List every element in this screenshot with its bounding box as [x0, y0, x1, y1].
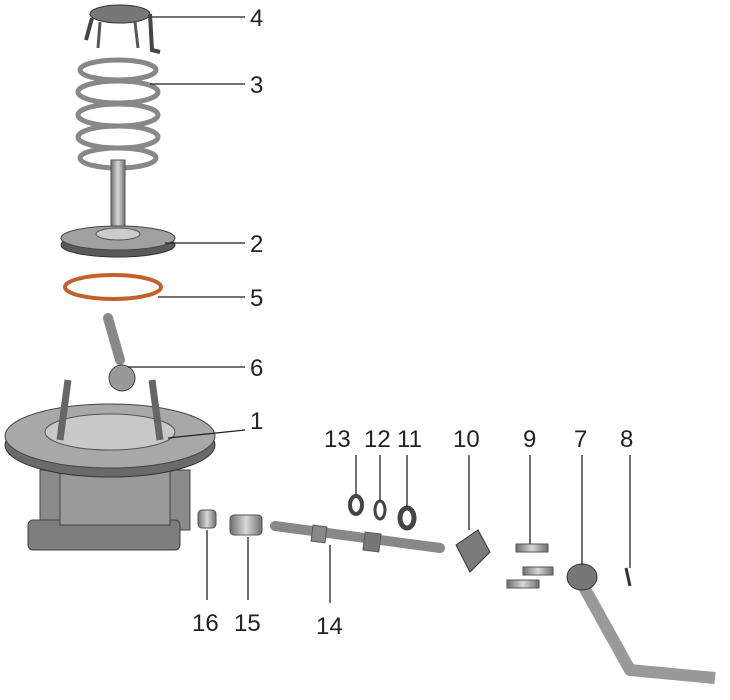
callout-3: 3 [250, 72, 263, 99]
callout-2: 2 [250, 231, 263, 258]
callout-5: 5 [250, 285, 263, 312]
part-7-handle [566, 563, 716, 684]
part-16-bushing [197, 509, 217, 529]
callout-12: 12 [364, 426, 391, 453]
part-6-lever [103, 313, 136, 392]
callout-6: 6 [250, 355, 263, 382]
callout-13: 13 [324, 426, 351, 453]
part-11-ring [397, 505, 417, 531]
callout-1: 1 [250, 408, 263, 435]
callout-14: 14 [316, 613, 343, 640]
part-9-bolts [506, 543, 554, 589]
part-3-spring [75, 57, 161, 171]
part-13-ring [348, 494, 364, 516]
callout-labels: 4 3 2 5 6 1 13 12 11 10 9 7 8 16 15 14 [192, 5, 633, 640]
callout-4: 4 [250, 5, 263, 32]
leader-lines [128, 16, 631, 603]
part-10-flange [455, 529, 491, 573]
callout-15: 15 [234, 610, 261, 637]
part-8-pin [624, 567, 632, 587]
part-15-sleeve [229, 514, 263, 536]
part-14-shaft [270, 521, 445, 553]
callout-7: 7 [574, 426, 587, 453]
callout-8: 8 [620, 426, 633, 453]
part-2-valve-disc [60, 159, 176, 258]
callout-10: 10 [453, 426, 480, 453]
part-12-ring [373, 499, 387, 521]
callout-11: 11 [397, 426, 422, 453]
part-1-valve-body [4, 379, 216, 551]
callout-9: 9 [523, 426, 536, 453]
callout-16: 16 [192, 610, 219, 637]
part-4-spring-cap [84, 4, 161, 54]
part-5-o-ring [63, 273, 163, 301]
